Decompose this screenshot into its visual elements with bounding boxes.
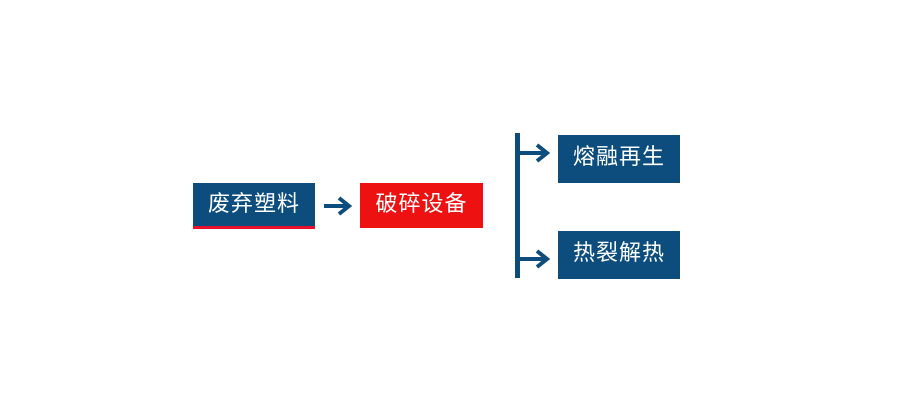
arrow-right-icon-main xyxy=(324,196,353,216)
node-source-waste-plastic[interactable]: 废弃塑料 xyxy=(193,183,315,228)
source-node-red-underline xyxy=(193,226,315,229)
node-process-label: 破碎设备 xyxy=(375,191,468,217)
arrow-right-icon-branch-top xyxy=(518,143,551,163)
branch-rail-vertical xyxy=(515,133,520,278)
node-source-label: 废弃塑料 xyxy=(207,191,300,217)
node-process-crusher[interactable]: 破碎设备 xyxy=(360,183,483,228)
node-output-top-label: 熔融再生 xyxy=(572,145,665,170)
node-output-bottom-label: 热裂解热 xyxy=(572,241,665,266)
arrow-right-icon-branch-bottom xyxy=(518,249,551,269)
node-output-melt-recycle[interactable]: 熔融再生 xyxy=(558,135,680,183)
node-output-pyrolysis[interactable]: 热裂解热 xyxy=(558,231,680,279)
